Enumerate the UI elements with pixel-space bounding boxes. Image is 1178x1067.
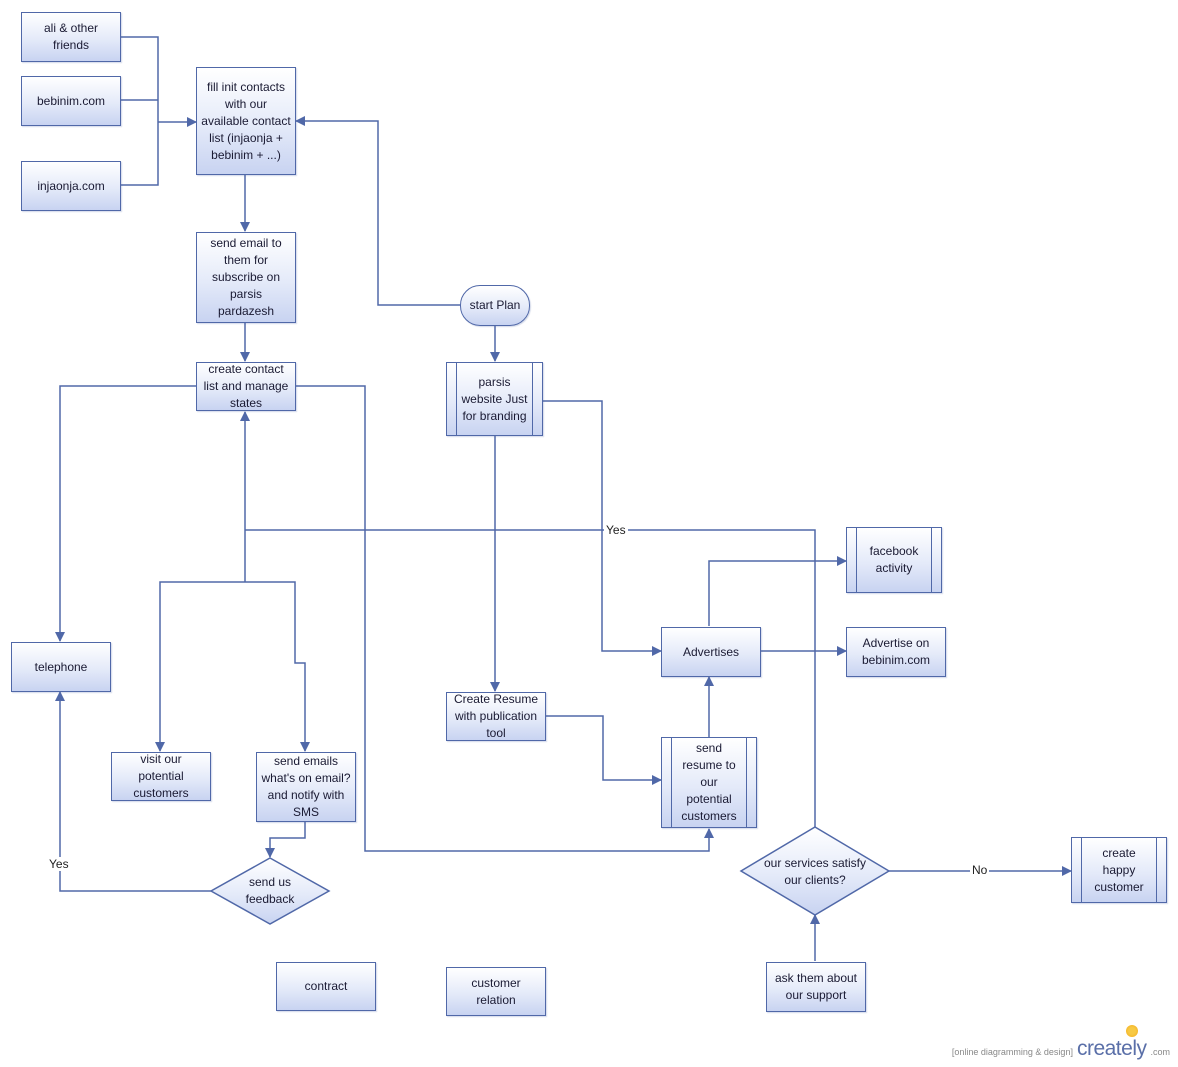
edge-advertises-facebook — [708, 556, 847, 626]
node-facebook-activity[interactable]: facebook activity — [846, 527, 942, 593]
node-label: ali & other friends — [43, 21, 99, 52]
node-send-resume[interactable]: send resume to our potential customers — [661, 737, 757, 828]
subprocess-bar-left — [456, 363, 457, 435]
edge-ali-merge — [121, 36, 159, 122]
edge-injaonja-merge — [121, 122, 159, 186]
branding-name: creately — [1076, 1037, 1147, 1060]
node-create-contact[interactable]: create contact list and manage states — [196, 362, 296, 411]
node-visit-customers[interactable]: visit our potential customers — [111, 752, 211, 801]
node-feedback[interactable]: send us feedback — [226, 866, 314, 916]
edge-satisfy-yes — [245, 529, 816, 827]
edge-start-fill — [295, 116, 460, 306]
diamond-shape-satisfy — [739, 826, 891, 916]
node-contract[interactable]: contract — [276, 962, 376, 1011]
node-satisfy[interactable]: our services satisfy our clients? — [756, 845, 874, 899]
subprocess-bar-right — [1156, 838, 1157, 902]
branding-watermark: [online diagramming & design] creately .… — [952, 1037, 1170, 1061]
node-label: parsis website Just for branding — [461, 374, 528, 423]
subprocess-bar-right — [746, 738, 747, 827]
edge-sendemails-feedback — [265, 822, 306, 858]
subprocess-bar-left — [856, 528, 857, 592]
subprocess-bar-left — [1081, 838, 1082, 902]
node-injaonja[interactable]: injaonja.com — [21, 161, 121, 211]
edge-create-sendresume — [295, 385, 714, 852]
node-label: create contact list and manage states — [203, 362, 289, 410]
edge-feedback-telephone — [55, 691, 211, 892]
node-label: start Plan — [469, 298, 521, 312]
node-label: send emails what's on email? and notify … — [261, 754, 351, 819]
node-label: send resume to our potential customers — [681, 741, 737, 823]
subprocess-bar-left — [671, 738, 672, 827]
node-label: ask them about our support — [774, 971, 858, 1002]
node-label: send email to them for subscribe on pars… — [210, 236, 282, 318]
node-ali-friends[interactable]: ali & other friends — [21, 12, 121, 62]
node-advertises[interactable]: Advertises — [661, 627, 761, 677]
node-create-resume[interactable]: Create Resume with publication tool — [446, 692, 546, 741]
node-ask-support[interactable]: ask them about our support — [766, 962, 866, 1012]
edge-branch-sendemails — [245, 581, 310, 752]
edge-label-yes-left: Yes — [47, 857, 71, 871]
node-label: facebook activity — [869, 544, 919, 575]
edge-create-telephone — [55, 385, 196, 642]
diamond-shape-feedback — [209, 857, 331, 925]
subprocess-bar-right — [532, 363, 533, 435]
edge-parsis-advertises — [543, 400, 662, 656]
node-parsis-website[interactable]: parsis website Just for branding — [446, 362, 543, 436]
node-label: our services satisfy our clients? — [763, 856, 867, 887]
edge-label-yes-top: Yes — [604, 523, 628, 537]
edge-label-no: No — [970, 863, 990, 877]
subprocess-bar-right — [931, 528, 932, 592]
branding-tag: [online diagramming & design] — [951, 1047, 1073, 1057]
node-label: visit our potential customers — [133, 752, 189, 800]
node-label: telephone — [34, 659, 88, 674]
node-label: Create Resume with publication tool — [453, 692, 539, 740]
node-label: customer relation — [471, 975, 521, 1007]
node-label: Advertise on bebinim.com — [861, 636, 931, 667]
sun-icon — [1126, 1025, 1138, 1037]
node-label: fill init contacts with our available co… — [201, 79, 291, 162]
edge-branch-visit — [155, 581, 245, 752]
node-label: send us feedback — [245, 875, 295, 906]
node-advertise-bebinim[interactable]: Advertise on bebinim.com — [846, 627, 946, 677]
node-label: create happy customer — [1094, 845, 1144, 894]
branding-domain: .com — [1150, 1047, 1170, 1057]
node-send-emails-sms[interactable]: send emails what's on email? and notify … — [256, 752, 356, 822]
node-bebinim[interactable]: bebinim.com — [21, 76, 121, 126]
node-label: bebinim.com — [36, 93, 106, 108]
edge-resume-sendresume — [546, 715, 662, 785]
node-label: Advertises — [682, 644, 740, 659]
node-label: contract — [304, 979, 348, 993]
node-happy-customer[interactable]: create happy customer — [1071, 837, 1167, 903]
node-fill-contacts[interactable]: fill init contacts with our available co… — [196, 67, 296, 175]
node-telephone[interactable]: telephone — [11, 642, 111, 692]
node-customer-relation[interactable]: customer relation — [446, 967, 546, 1016]
node-send-email[interactable]: send email to them for subscribe on pars… — [196, 232, 296, 323]
node-start-plan[interactable]: start Plan — [460, 285, 530, 326]
node-label: injaonja.com — [37, 178, 105, 193]
